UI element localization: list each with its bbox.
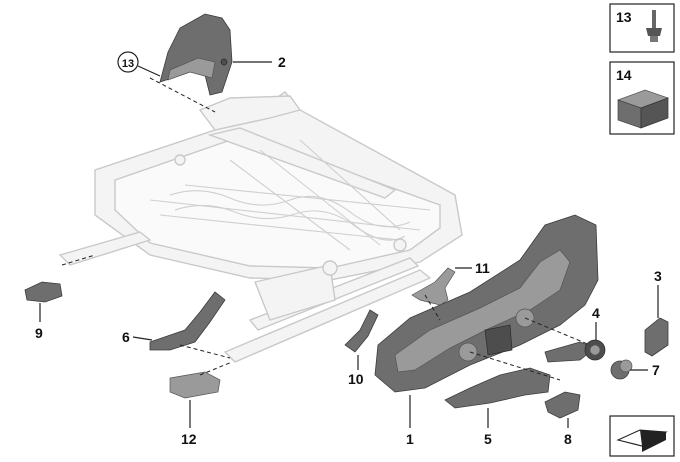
callout-5: 5: [484, 431, 492, 447]
rivet-icon: [646, 10, 662, 42]
callout-8: 8: [564, 431, 572, 447]
part-9-end-cap: [24, 281, 63, 303]
box-corner-symbol: [609, 415, 675, 457]
box-14-label: 14: [616, 67, 632, 83]
box-13-label: 13: [616, 9, 632, 25]
part-1-side-trim: [374, 214, 599, 393]
callout-9: 9: [35, 325, 43, 341]
callout-4: 4: [592, 305, 600, 321]
callout-13-circled: 13: [122, 58, 134, 70]
part-10-clip: [344, 309, 379, 353]
part-6-bracket: [149, 291, 226, 351]
callout-10: 10: [348, 371, 364, 387]
part-12-rail-clip: [169, 371, 221, 399]
seat-frame: [58, 91, 463, 363]
pad-icon: [616, 429, 668, 452]
box-part-13: 13: [609, 3, 675, 53]
part-7-knob: [610, 359, 633, 380]
part-4-switch: [544, 339, 606, 363]
block-icon: [616, 89, 670, 129]
callout-11: 11: [475, 260, 490, 276]
part-5-lever: [444, 367, 551, 409]
leader-lines: [39, 61, 659, 428]
box-part-14: 14: [609, 61, 675, 135]
callout-7: 7: [652, 362, 660, 378]
callouts: 1 2 3 4 5 6 7 8 9 10 11 12 13: [35, 51, 662, 447]
part-3-cap: [644, 317, 669, 357]
callout-2: 2: [278, 54, 286, 70]
part-8-handle: [544, 391, 581, 419]
part-2-cover: [159, 13, 233, 96]
callout-6: 6: [122, 329, 130, 345]
callout-12: 12: [181, 431, 197, 447]
callout-3: 3: [654, 268, 662, 284]
part-11-bracket: [411, 267, 456, 306]
callout-1: 1: [406, 431, 414, 447]
